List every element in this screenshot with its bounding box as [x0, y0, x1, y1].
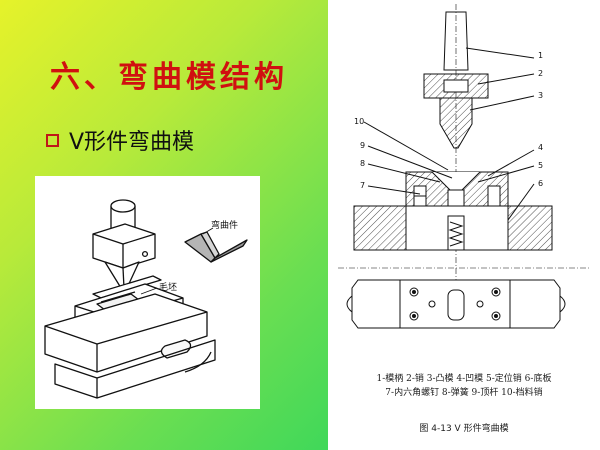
slide-title: 六、弯曲模结构	[50, 60, 288, 95]
legend-line-2: 7-内六角螺钉 8-弹簧 9-顶杆 10-档料销	[385, 388, 543, 398]
callout-3: 3	[538, 91, 543, 100]
v-die-section-drawing: 1 2 3 4 5 6 7 8 9 10	[338, 4, 590, 329]
technical-drawing-panel: 1 2 3 4 5 6 7 8 9 10 1-模柄 2-销 3-凸模 4-凹模 …	[328, 0, 600, 450]
figure-caption: 图 4-13 V 形件弯曲模	[419, 424, 509, 434]
blank-label: 毛坯	[159, 281, 177, 293]
part-label: 弯曲件	[211, 219, 238, 231]
callout-5: 5	[538, 161, 543, 170]
callout-4: 4	[538, 143, 543, 152]
isometric-die-drawing: 弯曲件 毛坯	[44, 199, 248, 399]
callout-9: 9	[360, 141, 365, 150]
isometric-die-illustration: 弯曲件 毛坯	[35, 176, 260, 409]
callout-1: 1	[538, 51, 543, 60]
callout-10: 10	[354, 117, 364, 126]
square-bullet-icon	[46, 133, 59, 147]
callout-7: 7	[360, 181, 365, 190]
bullet-item: V形件弯曲模	[46, 124, 194, 156]
parts-legend: 1-模柄 2-销 3-凸模 4-凹模 5-定位销 6-底板 7-内六角螺钉 8-…	[328, 372, 600, 400]
callout-2: 2	[538, 69, 543, 78]
legend-line-1: 1-模柄 2-销 3-凸模 4-凹模 5-定位销 6-底板	[376, 374, 552, 384]
callout-6: 6	[538, 179, 543, 188]
bullet-text: V形件弯曲模	[69, 130, 195, 155]
callout-8: 8	[360, 159, 365, 168]
